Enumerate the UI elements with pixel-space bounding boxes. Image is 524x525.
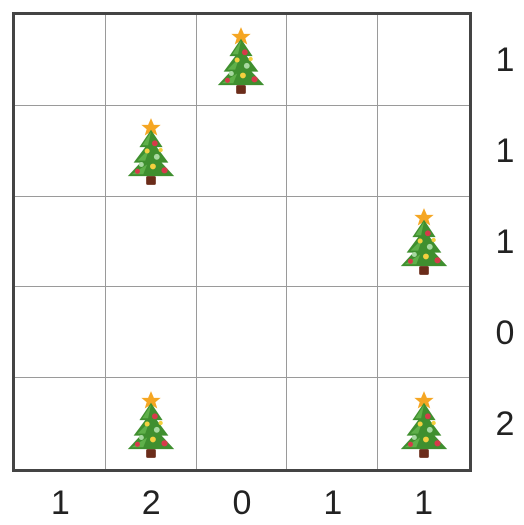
christmas-tree-icon [395,206,453,276]
grid-cell-r1-c4[interactable] [378,106,469,197]
grid-cell-r3-c1[interactable] [106,287,197,378]
puzzle-grid [12,12,472,472]
grid-cell-r1-c1[interactable] [106,106,197,197]
christmas-tree-icon [395,389,453,459]
row-clue-3: 0 [490,316,520,350]
grid-cell-r0-c2[interactable] [197,15,288,106]
grid-cell-r2-c4[interactable] [378,197,469,288]
row-clue-4: 2 [490,407,520,441]
grid-cell-r0-c0[interactable] [15,15,106,106]
grid-cell-r3-c3[interactable] [287,287,378,378]
grid-cell-r0-c3[interactable] [287,15,378,106]
column-clue-2: 0 [222,486,262,520]
grid-cell-r2-c2[interactable] [197,197,288,288]
grid-cell-r4-c4[interactable] [378,378,469,469]
grid-cell-r1-c0[interactable] [15,106,106,197]
grid-cell-r4-c1[interactable] [106,378,197,469]
row-clue-2: 1 [490,225,520,259]
grid-cell-r4-c3[interactable] [287,378,378,469]
grid-cell-r3-c0[interactable] [15,287,106,378]
row-clue-1: 1 [490,134,520,168]
column-clue-3: 1 [313,486,353,520]
grid-cell-r2-c3[interactable] [287,197,378,288]
grid-cell-r1-c3[interactable] [287,106,378,197]
christmas-tree-icon [212,25,270,95]
grid-cell-r3-c4[interactable] [378,287,469,378]
column-clue-1: 2 [131,486,171,520]
grid-cell-r2-c1[interactable] [106,197,197,288]
christmas-tree-icon [122,116,180,186]
column-clue-4: 1 [404,486,444,520]
row-clue-0: 1 [490,43,520,77]
grid-cell-r1-c2[interactable] [197,106,288,197]
grid-cell-r4-c0[interactable] [15,378,106,469]
grid-cell-r0-c1[interactable] [106,15,197,106]
grid-cell-r2-c0[interactable] [15,197,106,288]
christmas-tree-icon [122,389,180,459]
column-clue-0: 1 [40,486,80,520]
grid-cell-r3-c2[interactable] [197,287,288,378]
grid-cell-r0-c4[interactable] [378,15,469,106]
grid-cell-r4-c2[interactable] [197,378,288,469]
